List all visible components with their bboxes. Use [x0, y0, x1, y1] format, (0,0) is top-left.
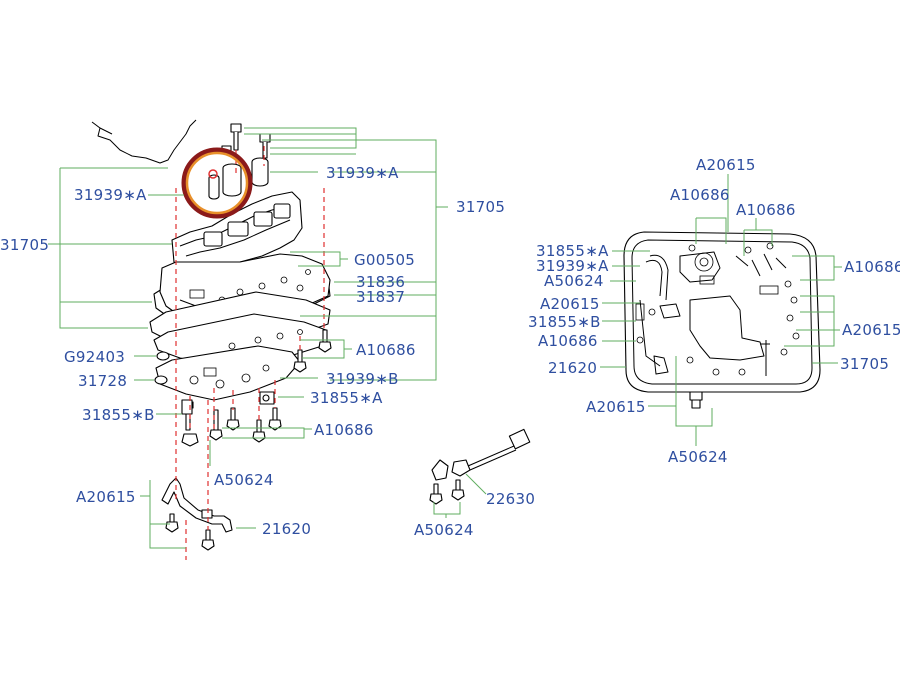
label-22630: 22630 — [486, 490, 535, 508]
bolt-group-lower — [181, 329, 332, 447]
valve-body-top-view — [623, 231, 821, 409]
label-31939A-right: 31939∗A — [536, 257, 609, 275]
part-labels: 31939∗A 31939∗A 31705 31705 G00505 31836… — [0, 156, 900, 539]
speed-sensor-22630 — [429, 428, 531, 518]
label-31705-right-view: 31705 — [840, 355, 889, 373]
label-A50624-left: A50624 — [214, 471, 274, 489]
label-A10686-right-c: A10686 — [538, 332, 598, 350]
label-A50624-right: A50624 — [544, 272, 604, 290]
pipe-21620 — [161, 477, 233, 551]
label-31837: 31837 — [356, 288, 405, 306]
label-A10686-mid: A10686 — [356, 341, 416, 359]
valve-body-assembly — [91, 119, 332, 560]
label-31705-left: 31705 — [0, 236, 49, 254]
label-G00505: G00505 — [354, 251, 415, 269]
label-A50624-bottom: A50624 — [414, 521, 474, 539]
label-31855A: 31855∗A — [310, 389, 383, 407]
label-A10686-right-b: A10686 — [736, 201, 796, 219]
label-21620-left: 21620 — [262, 520, 311, 538]
label-A20615-right-top: A20615 — [696, 156, 756, 174]
label-A50624-right-bottom: A50624 — [668, 448, 728, 466]
label-A10686-right-side: A10686 — [844, 258, 900, 276]
leader-lines-right — [600, 174, 842, 446]
label-21620-right: 21620 — [548, 359, 597, 377]
label-31939A-top: 31939∗A — [326, 164, 399, 182]
label-31939A-left: 31939∗A — [74, 186, 147, 204]
label-31836: 31836 — [356, 273, 405, 291]
label-31939B: 31939∗B — [326, 370, 399, 388]
label-A10686-right-a: A10686 — [670, 186, 730, 204]
label-A20615-right-bottom: A20615 — [586, 398, 646, 416]
label-31855B-right: 31855∗B — [528, 313, 601, 331]
highlight-circle — [181, 147, 253, 219]
label-G92403: G92403 — [64, 348, 125, 366]
label-31855A-right: 31855∗A — [536, 242, 609, 260]
label-31728: 31728 — [78, 372, 127, 390]
label-31705-right: 31705 — [456, 198, 505, 216]
label-A20615-left: A20615 — [76, 488, 136, 506]
label-A20615-right-a: A20615 — [540, 295, 600, 313]
label-A10686-low: A10686 — [314, 421, 374, 439]
label-A20615-right-side: A20615 — [842, 321, 900, 339]
label-31855B: 31855∗B — [82, 406, 155, 424]
leader-lines-left — [48, 127, 448, 549]
